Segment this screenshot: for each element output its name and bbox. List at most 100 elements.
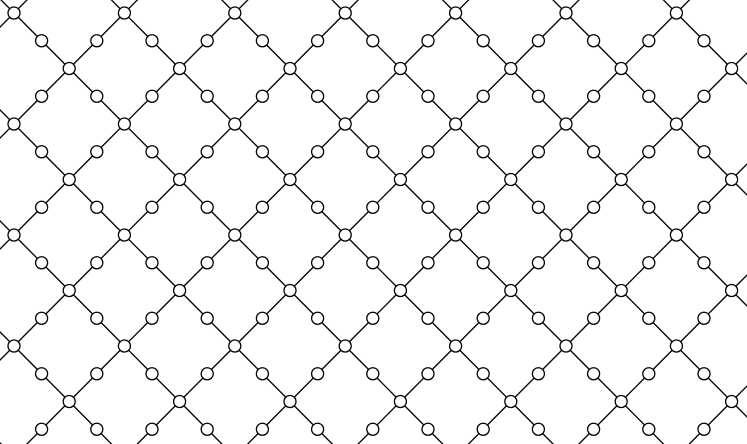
crossing-node <box>283 283 297 298</box>
crossing-node <box>448 6 463 20</box>
crossing-node <box>172 394 187 409</box>
crossing-node <box>697 145 711 159</box>
crossing-node <box>642 422 656 436</box>
crossing-node <box>255 89 270 103</box>
crossing-node <box>476 256 490 270</box>
crossing-node <box>34 367 49 381</box>
crossing-node <box>310 89 325 103</box>
crossing-node <box>34 89 49 103</box>
crossing-node <box>504 61 518 76</box>
crossing-node <box>421 89 435 103</box>
crossing-node <box>366 145 380 159</box>
crossing-node <box>586 34 601 48</box>
crossing-node <box>393 172 408 187</box>
crossing-node <box>172 61 187 76</box>
crossing-node <box>531 367 546 381</box>
crossing-node <box>669 339 684 353</box>
crossing-node <box>228 117 242 131</box>
crossing-node <box>117 339 132 353</box>
crossing-node <box>586 367 601 381</box>
crossing-node <box>476 34 490 48</box>
crossing-node <box>586 200 601 214</box>
crossing-node <box>7 117 21 131</box>
crossing-node <box>531 145 546 159</box>
crossing-node <box>200 34 214 48</box>
crossing-node <box>642 145 656 159</box>
crossing-node <box>7 6 21 20</box>
crossing-node <box>476 311 490 325</box>
crossing-node <box>531 34 546 48</box>
crossing-node <box>421 422 435 436</box>
crossing-node <box>697 200 711 214</box>
crossing-node <box>310 367 325 381</box>
crossing-node <box>697 367 711 381</box>
crossing-node <box>228 339 242 353</box>
crossing-node <box>117 117 132 131</box>
crossing-node <box>476 422 490 436</box>
crossing-node <box>283 394 297 409</box>
crossing-node <box>200 367 214 381</box>
crossing-node <box>642 256 656 270</box>
crossing-node <box>724 172 739 187</box>
crossing-node <box>255 311 270 325</box>
crossing-node <box>421 367 435 381</box>
crossing-node <box>310 34 325 48</box>
crossing-node <box>283 61 297 76</box>
crossing-node <box>421 311 435 325</box>
crossing-node <box>642 311 656 325</box>
crossing-node <box>366 367 380 381</box>
crossing-node <box>62 283 76 298</box>
crossing-node <box>200 145 214 159</box>
crossing-node <box>7 339 21 353</box>
crossing-node <box>34 145 49 159</box>
crossing-node <box>310 145 325 159</box>
crossing-node <box>531 311 546 325</box>
crossing-node <box>614 172 628 187</box>
crossing-node <box>338 117 352 131</box>
crossing-node <box>200 311 214 325</box>
crossing-node <box>62 394 76 409</box>
crossing-node <box>90 367 104 381</box>
crossing-node <box>531 89 546 103</box>
crossing-node <box>172 283 187 298</box>
crossing-node <box>531 256 546 270</box>
crossing-node <box>310 311 325 325</box>
crossing-node <box>34 311 49 325</box>
crossing-node <box>669 6 684 20</box>
crossing-node <box>421 200 435 214</box>
crossing-node <box>366 89 380 103</box>
crossing-node <box>200 89 214 103</box>
crossing-node <box>90 311 104 325</box>
crossing-node <box>338 228 352 242</box>
crossing-node <box>255 34 270 48</box>
crossing-node <box>34 422 49 436</box>
crossing-node <box>338 6 352 20</box>
crossing-node <box>7 228 21 242</box>
crossing-node <box>559 339 573 353</box>
crossing-node <box>117 228 132 242</box>
crossing-node <box>310 256 325 270</box>
crossing-node <box>559 6 573 20</box>
crossing-node <box>145 145 159 159</box>
crossing-node <box>586 256 601 270</box>
crossing-node <box>145 367 159 381</box>
crossing-node <box>393 61 408 76</box>
crossing-node <box>366 311 380 325</box>
crossing-node <box>724 283 739 298</box>
crossing-node <box>283 172 297 187</box>
crossing-node <box>476 200 490 214</box>
crossing-node <box>366 34 380 48</box>
crossing-node <box>642 367 656 381</box>
crossing-node <box>228 6 242 20</box>
crossing-node <box>448 339 463 353</box>
crossing-node <box>642 89 656 103</box>
crossing-node <box>34 200 49 214</box>
crossing-node <box>586 422 601 436</box>
crossing-node <box>145 311 159 325</box>
crossing-node <box>90 34 104 48</box>
crossing-node <box>145 34 159 48</box>
crossing-node <box>586 89 601 103</box>
crossing-node <box>724 61 739 76</box>
crossing-node <box>255 422 270 436</box>
